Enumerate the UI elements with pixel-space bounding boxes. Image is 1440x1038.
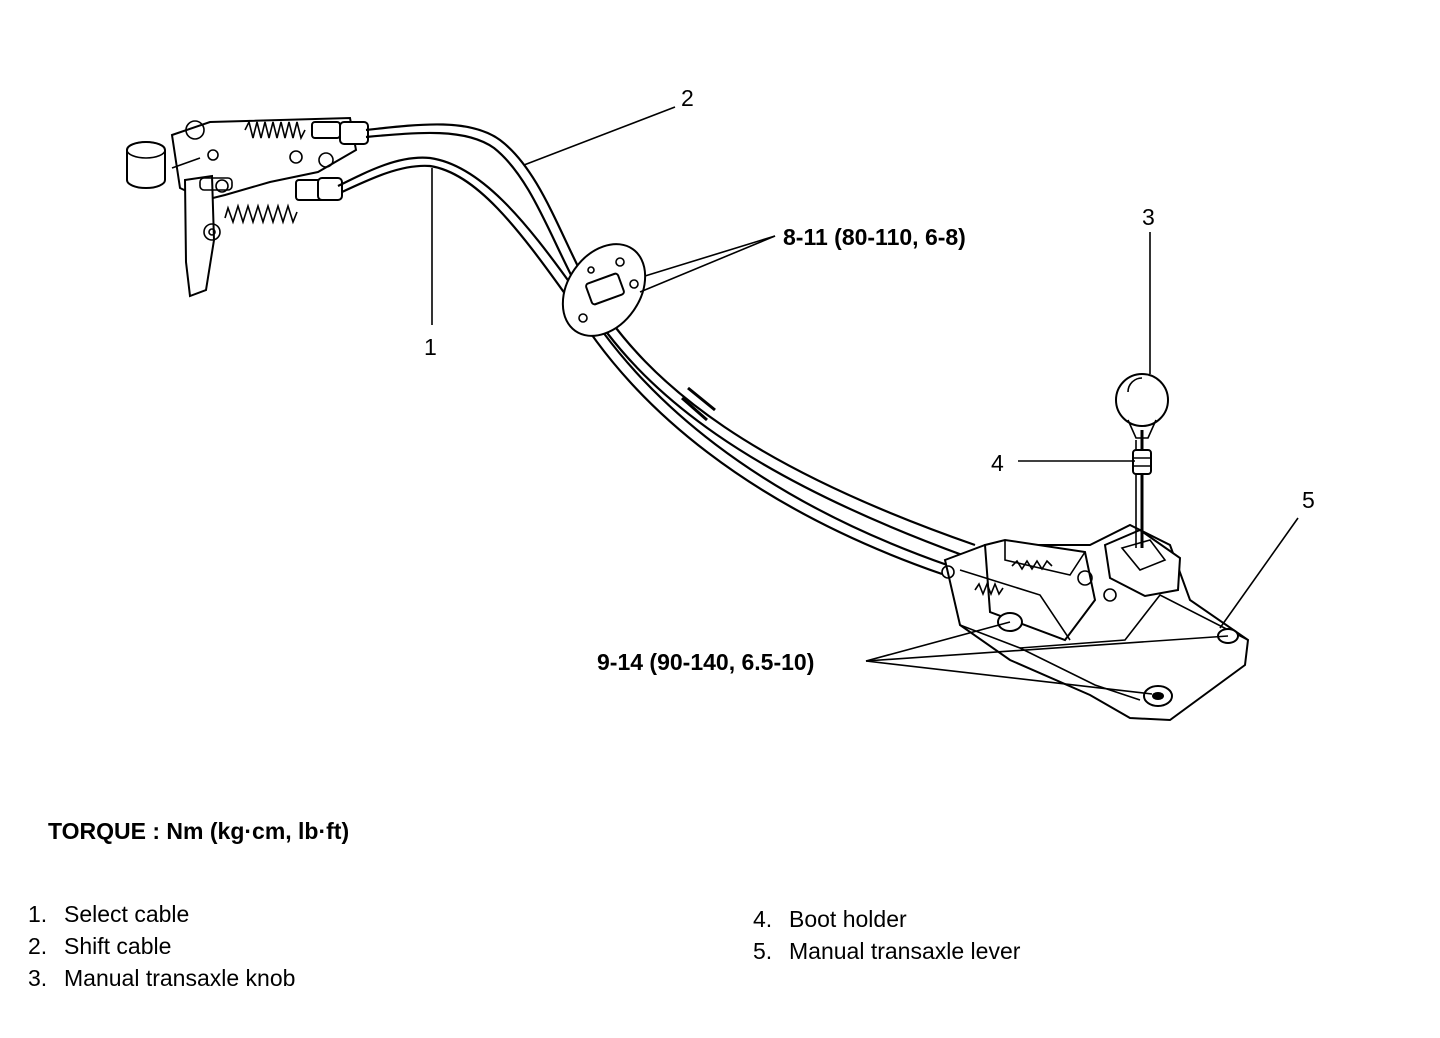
shift-lever-assembly — [941, 373, 1250, 722]
transaxle-end-levers — [126, 116, 369, 298]
legend-item: 3. Manual transaxle knob — [28, 962, 295, 994]
legend-label: Manual transaxle lever — [789, 938, 1021, 964]
torque-spec-lever-base: 9-14 (90-140, 6.5-10) — [597, 649, 814, 675]
legend-label: Select cable — [64, 901, 190, 927]
legend-item: 2. Shift cable — [28, 930, 295, 962]
legend-item: 1. Select cable — [28, 898, 295, 930]
callout-2: 2 — [681, 85, 694, 111]
legend-number: 4. — [753, 906, 773, 932]
legend-left: 1. Select cable 2. Shift cable 3. Manual… — [28, 898, 295, 994]
legend-number: 1. — [28, 901, 48, 927]
legend-right: 4. Boot holder 5. Manual transaxle lever — [753, 903, 1020, 967]
legend-label: Boot holder — [789, 906, 907, 932]
callout-3: 3 — [1142, 204, 1155, 230]
torque-heading: TORQUE : Nm (kg·cm, lb·ft) — [48, 818, 350, 844]
callout-4: 4 — [991, 450, 1004, 476]
legend-number: 5. — [753, 938, 773, 964]
legend-item: 4. Boot holder — [753, 903, 1020, 935]
legend-number: 3. — [28, 965, 48, 991]
legend-label: Shift cable — [64, 933, 172, 959]
callout-5: 5 — [1302, 487, 1315, 513]
legend-item: 5. Manual transaxle lever — [753, 935, 1020, 967]
legend-number: 2. — [28, 933, 48, 959]
callout-1: 1 — [424, 334, 437, 360]
legend-label: Manual transaxle knob — [64, 965, 296, 991]
torque-spec-bracket: 8-11 (80-110, 6-8) — [783, 224, 966, 250]
cable-bracket — [561, 243, 647, 337]
leader-lines — [431, 106, 1299, 695]
